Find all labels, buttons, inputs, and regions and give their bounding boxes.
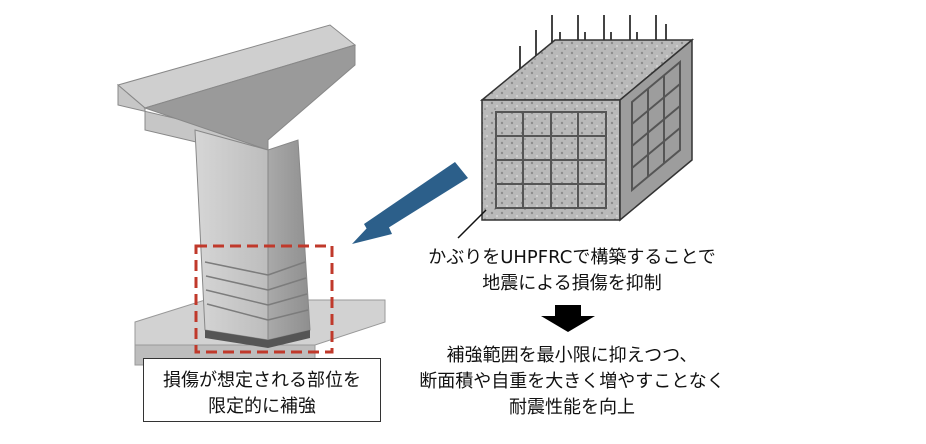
cover-note-line2: 地震による損傷を抑制 [482, 273, 662, 294]
pier-cap-side [143, 44, 356, 151]
left-caption-line1: 損傷が想定される部位を [163, 370, 361, 391]
damage-zone-highlight [194, 244, 334, 354]
result-note-line1: 補強範囲を最小限に抑えつつ、 [446, 345, 698, 366]
rebar-grid-front [495, 111, 607, 209]
rebar-grid-side [631, 59, 681, 193]
bridge-pier [116, 24, 386, 366]
cover-pointer-line [457, 209, 487, 239]
uhpfrc-block [457, 15, 695, 239]
reinforcement-layers [204, 261, 309, 321]
cover-note-line1: かぶりをUHPFRCで構築することで [428, 247, 716, 268]
blue-arrow [352, 162, 468, 244]
pier-column-side [267, 139, 311, 341]
left-caption-line2: 限定的に補強 [208, 396, 316, 417]
result-note-line2: 断面積や自重を大きく増やすことなく [419, 371, 725, 392]
pier-base-shadow [205, 330, 310, 348]
result-note-line3: 耐震性能を向上 [509, 397, 635, 418]
block-side-face [619, 38, 693, 222]
pier-column-front [194, 129, 269, 341]
down-arrow [541, 305, 595, 332]
left-caption-box: 損傷が想定される部位を 限定的に補強 [143, 358, 381, 422]
